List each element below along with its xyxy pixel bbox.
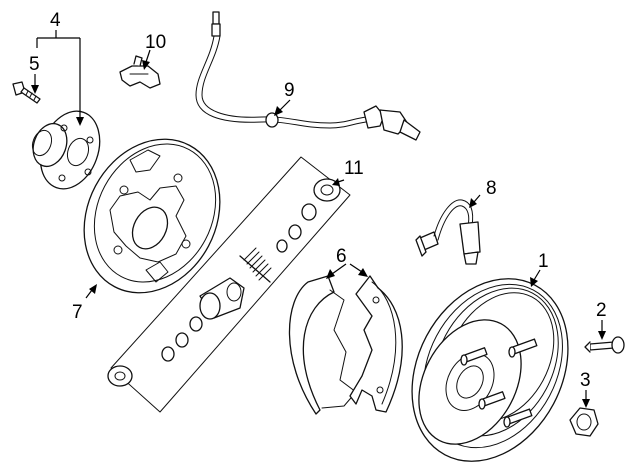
backing-plate-part-7[interactable] [58, 115, 246, 316]
callout-6: 6 [336, 246, 347, 267]
brake-shoe-part-6[interactable] [288, 275, 403, 415]
callout-10: 10 [145, 32, 166, 53]
wheel-hub-part-4[interactable] [27, 103, 110, 197]
leader-lines [31, 30, 606, 408]
wheel-stud [478, 391, 506, 410]
callout-7: 7 [72, 302, 83, 323]
lug-nut-part-3[interactable] [569, 407, 599, 437]
callout-5: 5 [29, 54, 40, 75]
callout-4: 4 [50, 10, 61, 31]
drum-bolt-part-2[interactable] [584, 336, 625, 354]
callout-9: 9 [284, 80, 295, 101]
wheel-stud [503, 408, 533, 428]
callout-8: 8 [486, 178, 497, 199]
hub-bolt-part-5[interactable] [12, 81, 41, 104]
wheel-stud [460, 347, 488, 366]
callout-3: 3 [580, 370, 591, 391]
callout-1: 1 [538, 251, 549, 272]
abs-sensor-cable-part-9[interactable] [195, 11, 421, 141]
brake-drum-part-1[interactable] [381, 251, 598, 471]
clip-part-10[interactable] [119, 55, 161, 89]
wheel-stud [508, 338, 538, 358]
brake-hose-part-8[interactable] [415, 199, 481, 265]
callout-2: 2 [596, 300, 607, 321]
callout-11: 11 [344, 158, 364, 179]
